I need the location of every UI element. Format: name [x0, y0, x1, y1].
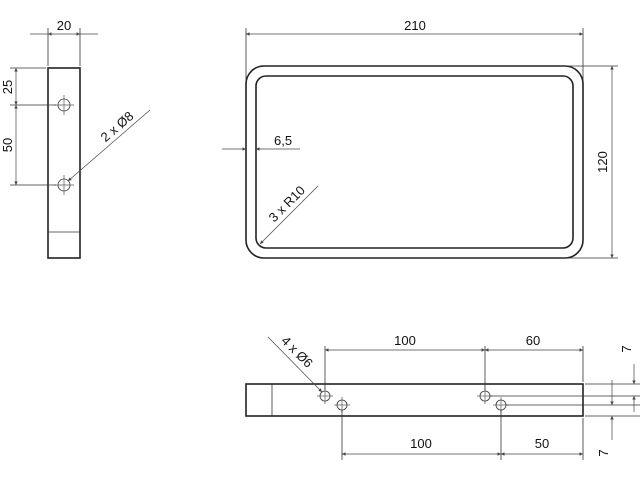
top-length-label: 210: [404, 18, 426, 33]
front-lower-offset-label: 7: [596, 449, 611, 456]
side-holes-leader: [67, 109, 151, 182]
front-hole-1: [317, 388, 333, 404]
front-lower-end-label: 50: [535, 436, 549, 451]
front-lower-spacing-label: 100: [410, 436, 432, 451]
front-view: 100 60 100 50 7 7 4 x Ø6: [245, 333, 640, 460]
front-holes-leader: [267, 336, 323, 393]
top-view: 210 120 6,5 3 x R10: [222, 18, 618, 259]
front-holes-label: 4 x Ø6: [278, 333, 316, 371]
top-height-label: 120: [595, 151, 610, 173]
top-view-inner: [255, 75, 574, 249]
top-view-outer: [245, 65, 584, 259]
front-upper-end-label: 60: [526, 333, 540, 348]
side-view-outline: [47, 67, 81, 259]
front-upper-spacing-label: 100: [394, 333, 416, 348]
side-hole-lower: [54, 175, 74, 195]
side-hole-upper: [54, 95, 74, 115]
top-wall-label: 6,5: [274, 133, 292, 148]
side-width-label: 20: [57, 18, 71, 33]
top-radius-label: 3 x R10: [266, 183, 308, 225]
side-spacing-label: 50: [0, 138, 15, 152]
front-view-outline: [245, 383, 584, 417]
side-offset-label: 25: [0, 80, 15, 94]
front-upper-offset-label: 7: [619, 345, 634, 352]
side-view: 20 25 50 2 x Ø8: [0, 18, 151, 259]
top-radius-leader: [259, 185, 319, 245]
